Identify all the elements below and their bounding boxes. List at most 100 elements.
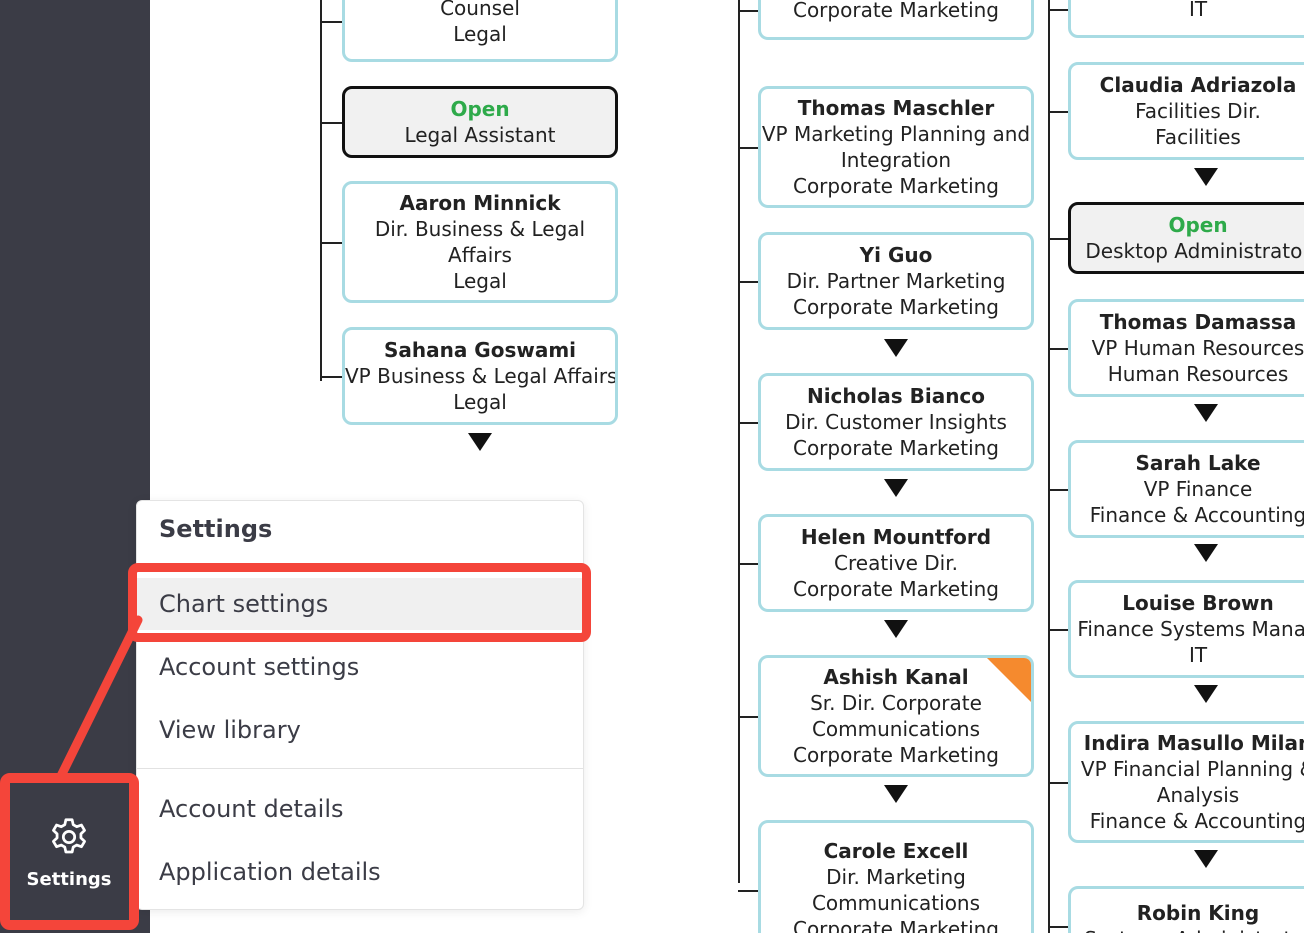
card-name: Aaron Minnick xyxy=(399,191,561,215)
card-line: Dir. Business & Legal xyxy=(374,217,586,241)
card-line: Sr. Dir. Corporate xyxy=(810,691,982,715)
connector-line xyxy=(738,0,740,883)
connector-stub xyxy=(1048,238,1068,240)
expand-arrow-icon[interactable] xyxy=(1194,168,1218,186)
card-line: Legal Assistant xyxy=(404,123,556,147)
card-line: Desktop Administrator xyxy=(1085,239,1304,263)
connector-stub xyxy=(320,242,342,244)
gear-icon xyxy=(47,815,91,863)
card-line: Corporate Marketing xyxy=(792,0,999,22)
connector-stub xyxy=(320,21,342,23)
connector-stub xyxy=(738,10,758,12)
expand-arrow-icon[interactable] xyxy=(884,620,908,638)
menu-item-chart-settings[interactable]: Chart settings xyxy=(137,578,583,630)
connector-stub xyxy=(738,281,758,283)
expand-arrow-icon[interactable] xyxy=(884,785,908,803)
menu-title: Settings xyxy=(159,515,273,543)
card-line: Finance Systems Manag xyxy=(1077,617,1304,641)
card-name: Louise Brown xyxy=(1122,591,1274,615)
card-line: Legal xyxy=(453,390,507,414)
card-name: Claudia Adriazola xyxy=(1099,73,1297,97)
card-line: Facilities Dir. xyxy=(1135,99,1261,123)
employee-card[interactable]: Robin KingSystems Administrator xyxy=(1068,886,1304,933)
expand-arrow-icon[interactable] xyxy=(1194,685,1218,703)
settings-button[interactable]: Settings xyxy=(0,775,138,930)
card-line: Corporate Marketing xyxy=(792,174,999,198)
expand-arrow-icon[interactable] xyxy=(468,433,492,451)
card-line: Analysis xyxy=(1156,783,1240,807)
card-name: Robin King xyxy=(1136,901,1260,925)
card-line: Integration xyxy=(840,148,952,172)
card-line: Dir. Customer Insights xyxy=(785,410,1007,434)
flag-corner-icon xyxy=(987,658,1031,702)
card-line: Dir. Partner Marketing xyxy=(786,269,1006,293)
connector-stub xyxy=(738,716,758,718)
menu-item-view-library[interactable]: View library xyxy=(159,716,301,744)
card-line: Legal xyxy=(453,22,507,46)
connector-stub xyxy=(738,422,758,424)
card-line: IT xyxy=(1188,643,1208,667)
employee-card[interactable]: Corporate Marketing xyxy=(758,0,1034,40)
card-line: Dir. Marketing xyxy=(826,865,966,889)
card-name: Yi Guo xyxy=(859,243,933,267)
connector-stub xyxy=(320,122,342,124)
connector-stub xyxy=(1048,489,1068,491)
connector-stub xyxy=(1048,629,1068,631)
card-name: Carole Excell xyxy=(823,839,969,863)
connector-stub xyxy=(1048,782,1068,784)
expand-arrow-icon[interactable] xyxy=(884,339,908,357)
highlight-settings-button xyxy=(0,773,139,930)
menu-item-application-details[interactable]: Application details xyxy=(159,858,381,886)
card-name: Indira Masullo Milan xyxy=(1083,731,1304,755)
connector-stub xyxy=(738,890,758,892)
menu-item-account-settings[interactable]: Account settings xyxy=(159,653,360,681)
card-name: Open xyxy=(450,97,510,121)
card-name: Ashish Kanal xyxy=(823,665,969,689)
card-line: Corporate Marketing xyxy=(792,577,999,601)
card-name: Helen Mountford xyxy=(800,525,992,549)
menu-item-account-details[interactable]: Account details xyxy=(159,795,344,823)
card-line: VP Financial Planning & xyxy=(1080,757,1304,781)
card-name: Nicholas Bianco xyxy=(806,384,986,408)
card-line: Facilities xyxy=(1155,125,1241,149)
card-name: Thomas Maschler xyxy=(797,96,995,120)
connector-line xyxy=(1048,0,1050,933)
card-line: Corporate Marketing xyxy=(792,295,999,319)
card-line: Counsel xyxy=(440,0,520,20)
expand-arrow-icon[interactable] xyxy=(1194,850,1218,868)
connector-stub xyxy=(320,376,342,378)
expand-arrow-icon[interactable] xyxy=(1194,404,1218,422)
connector-stub xyxy=(1048,9,1068,11)
card-line: Corporate Marketing xyxy=(792,436,999,460)
settings-label: Settings xyxy=(26,869,112,890)
connector-stub xyxy=(738,563,758,565)
card-line: Affairs xyxy=(448,243,512,267)
expand-arrow-icon[interactable] xyxy=(884,479,908,497)
employee-card[interactable]: IT xyxy=(1068,0,1304,38)
card-line: Human Resources xyxy=(1107,362,1289,386)
card-line: Communications xyxy=(811,891,981,915)
card-line: Corporate Marketing xyxy=(792,917,999,933)
card-line: Legal xyxy=(453,269,507,293)
connector-stub xyxy=(1048,111,1068,113)
expand-arrow-icon[interactable] xyxy=(1194,544,1218,562)
card-name: Sarah Lake xyxy=(1135,451,1261,475)
card-line: Creative Dir. xyxy=(834,551,958,575)
